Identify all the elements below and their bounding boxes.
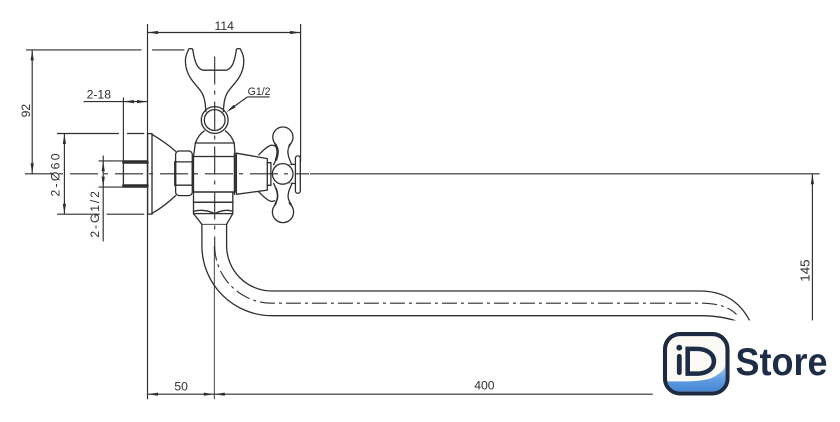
svg-text:Store: Store [736, 341, 828, 384]
svg-text:2-18: 2-18 [87, 88, 112, 102]
svg-text:114: 114 [214, 19, 234, 33]
svg-text:G1/2: G1/2 [248, 86, 271, 98]
svg-text:2-G1/2: 2-G1/2 [88, 191, 102, 238]
svg-text:50: 50 [174, 379, 188, 393]
svg-text:92: 92 [19, 104, 33, 118]
svg-text:2-Ø60: 2-Ø60 [48, 153, 62, 196]
svg-text:145: 145 [798, 260, 813, 282]
svg-text:400: 400 [474, 378, 495, 392]
